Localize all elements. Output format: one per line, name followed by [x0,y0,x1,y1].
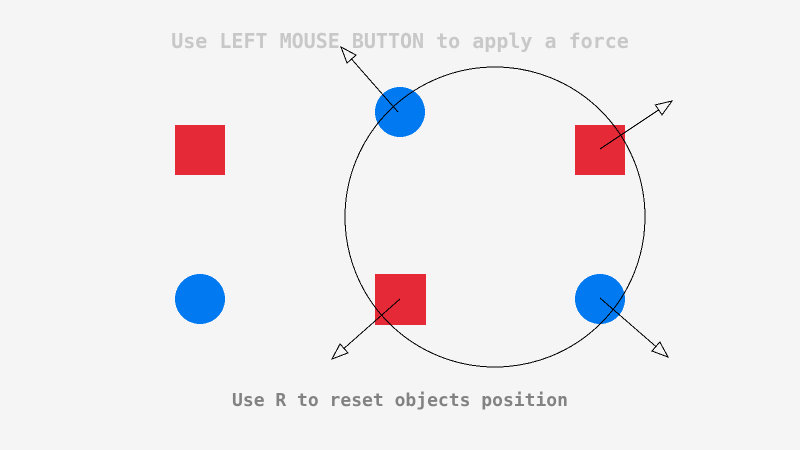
arrow-right-square-head [654,100,674,116]
body-square-bottom-center[interactable] [375,274,426,325]
body-square-top-left[interactable] [175,125,225,175]
hint-apply-force: Use LEFT MOUSE BUTTON to apply a force [171,29,629,53]
arrow-right-square-line [599,109,659,150]
body-circle-left[interactable] [175,274,225,324]
body-square-top-right[interactable] [575,125,625,175]
arrow-top-circle-head [340,45,357,64]
arrow-center-square-head [330,343,349,360]
body-circle-bottom-right[interactable] [575,274,625,324]
arrow-right-circle-head [651,341,670,358]
hint-reset-objects: Use R to reset objects position [232,390,568,411]
boundary-circle[interactable] [344,66,646,368]
arrow-center-square-line [343,298,401,349]
arrow-top-circle-line [351,58,399,113]
arrow-right-circle-line [599,297,657,347]
